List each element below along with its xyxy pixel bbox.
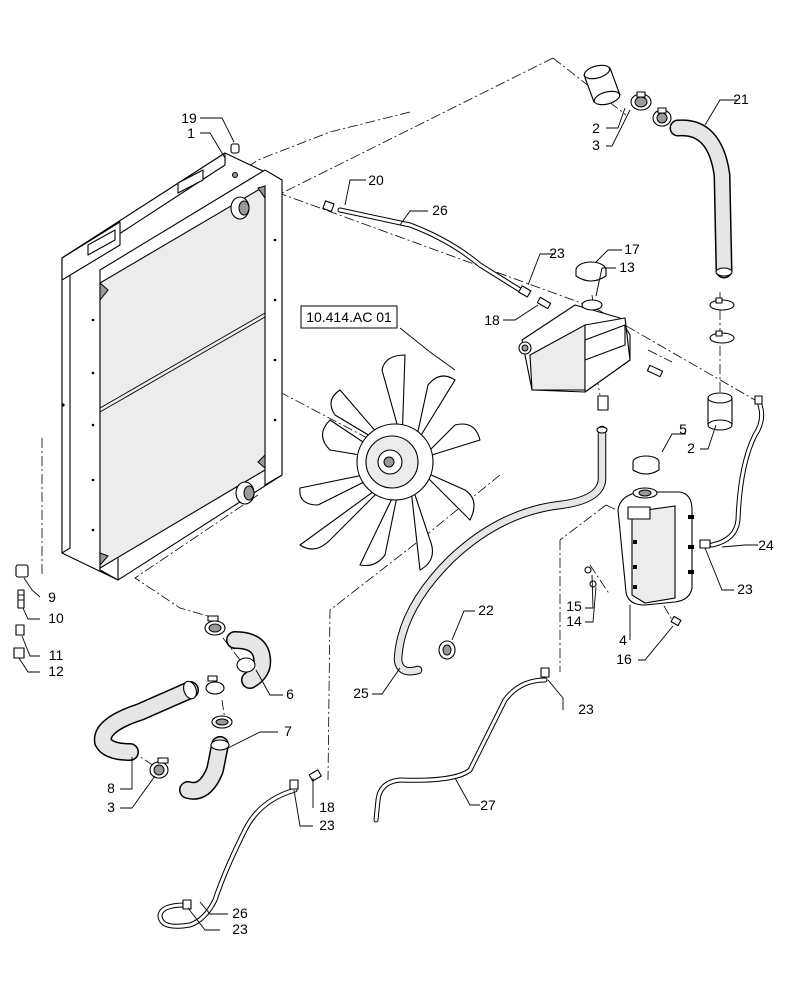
callout-3-top: 3 [592, 137, 600, 153]
callout-16: 16 [616, 651, 632, 667]
clamp-top-b[interactable] [652, 107, 672, 127]
reservoir-cap-5[interactable] [632, 455, 660, 475]
callout-18-bottom: 18 [319, 799, 335, 815]
callout-23-bottom: 23 [232, 921, 248, 937]
callout-11: 11 [49, 647, 64, 663]
callout-3-bottom: 3 [107, 799, 115, 815]
hardware-16[interactable] [670, 615, 682, 627]
clamp-mid-a[interactable] [709, 297, 735, 344]
clamp-6b[interactable] [205, 675, 225, 695]
callout-18-top: 18 [484, 312, 500, 328]
clamp-3b[interactable] [149, 757, 169, 779]
callout-5: 5 [679, 421, 687, 437]
hose-7[interactable] [179, 736, 230, 800]
tube-27[interactable] [373, 667, 550, 823]
callout-4: 4 [619, 632, 627, 648]
callout-14: 14 [566, 613, 582, 629]
callout-24: 24 [758, 537, 774, 553]
callout-26-top: 26 [432, 202, 448, 218]
callout-25: 25 [353, 685, 369, 701]
callout-19: 19 [181, 110, 197, 126]
callout-10: 10 [48, 610, 64, 626]
callout-leaders [18, 99, 758, 931]
callout-21: 21 [733, 91, 749, 107]
coupler-mid[interactable] [707, 392, 733, 431]
radiator-cap[interactable] [230, 143, 240, 178]
callout-8: 8 [107, 780, 115, 796]
coupler-top[interactable] [583, 63, 621, 107]
bleed-tube-bottom[interactable] [157, 769, 322, 929]
clamp-top-a[interactable] [630, 91, 652, 111]
callout-23-lower: 23 [319, 817, 335, 833]
reference-box[interactable]: 10.414.AC 01 [300, 305, 398, 329]
hose-6[interactable] [226, 631, 272, 689]
upper-hose[interactable] [669, 119, 733, 279]
expansion-tank[interactable] [518, 299, 631, 411]
callout-1: 1 [187, 125, 195, 141]
clamp-22[interactable] [438, 640, 456, 660]
callout-17: 17 [624, 241, 640, 257]
callout-26-bottom: 26 [232, 905, 248, 921]
clamp-7[interactable] [211, 715, 233, 729]
reference-label: 10.414.AC 01 [306, 309, 392, 325]
bleed-tube-top[interactable] [322, 200, 552, 310]
callout-6: 6 [286, 686, 294, 702]
callout-27: 27 [480, 797, 496, 813]
reservoir[interactable] [617, 487, 694, 606]
tank-cap-17[interactable] [575, 261, 607, 282]
hardware-9-12[interactable] [13, 564, 29, 659]
tank-bolt[interactable] [646, 364, 664, 378]
callout-13: 13 [619, 259, 635, 275]
callout-9: 9 [48, 589, 56, 605]
callout-2-top: 2 [592, 120, 600, 136]
hose-8[interactable] [93, 679, 199, 761]
clamp-6a[interactable] [204, 615, 226, 636]
callout-7: 7 [284, 723, 292, 739]
radiator[interactable] [61, 152, 283, 581]
cooling-fan[interactable] [299, 354, 481, 571]
callout-15: 15 [566, 598, 582, 614]
callout-20: 20 [368, 172, 384, 188]
callout-12: 12 [48, 663, 64, 679]
callout-2-mid: 2 [687, 440, 695, 456]
callout-23-right: 23 [737, 581, 753, 597]
callout-22: 22 [478, 602, 494, 618]
callout-labels: 19 1 20 26 23 17 13 18 2 3 21 2 5 24 23 … [48, 91, 774, 937]
callout-23-center: 23 [578, 701, 594, 717]
callout-23-top: 23 [549, 245, 565, 261]
lower-hose-25[interactable] [393, 425, 608, 676]
hardware-14-15[interactable] [584, 566, 597, 588]
